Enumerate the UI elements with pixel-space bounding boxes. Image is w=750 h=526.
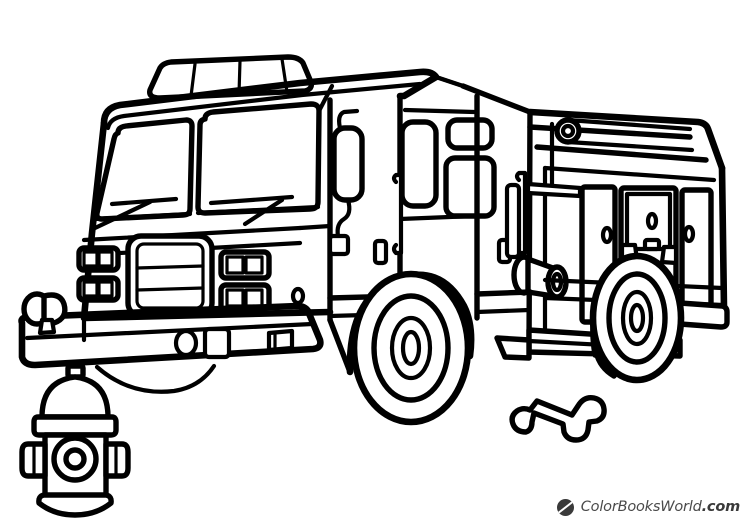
rear-wheel bbox=[589, 252, 685, 384]
compartment-latch-left bbox=[600, 225, 614, 245]
headlight-upper-right bbox=[218, 249, 272, 281]
compartment-handle-center bbox=[642, 237, 662, 252]
bumper-fog-light bbox=[173, 328, 199, 358]
bumper-access-panel bbox=[266, 328, 295, 353]
cab-side-panel bbox=[297, 83, 335, 323]
bumper-nozzle bbox=[21, 291, 68, 336]
side-equipment-rail bbox=[504, 121, 583, 260]
bumper-step-plate bbox=[202, 326, 232, 360]
headlight-upper-left bbox=[76, 245, 121, 273]
hydrant-nozzle-left bbox=[19, 441, 48, 479]
side-mirror bbox=[327, 108, 365, 257]
wrench bbox=[509, 394, 607, 443]
cab-upper-structure bbox=[396, 73, 533, 115]
compartment-latch-center bbox=[645, 211, 659, 231]
fire-hydrant bbox=[19, 363, 131, 518]
watermark-tld: .com bbox=[701, 499, 741, 515]
front-wheel bbox=[346, 270, 475, 426]
cab-window-front bbox=[399, 119, 439, 209]
fire-truck bbox=[18, 54, 730, 426]
side-latch-strip bbox=[504, 182, 522, 260]
compartment-latch-right bbox=[682, 224, 696, 244]
rear-body-box bbox=[526, 108, 728, 355]
cab-window-upper-rear bbox=[445, 117, 495, 151]
colorbooksworld-sphere-logo bbox=[556, 498, 574, 516]
wiper-left bbox=[92, 196, 179, 231]
wiper-right bbox=[208, 194, 295, 227]
door-handle-front bbox=[391, 172, 404, 256]
hydrant-nozzle-right bbox=[103, 441, 131, 479]
headlight-lower-left bbox=[76, 275, 121, 303]
bumper-underside bbox=[94, 363, 217, 394]
hydrant-collar bbox=[31, 414, 119, 438]
hydrant-dome bbox=[39, 374, 111, 420]
windshield-right bbox=[195, 101, 322, 216]
cab-window-rear bbox=[443, 155, 497, 219]
compartment-corner-right bbox=[659, 244, 679, 266]
watermark-text: ColorBooksWorld.com bbox=[581, 499, 740, 515]
watermark-brand: ColorBooksWorld bbox=[580, 499, 702, 515]
wiper-cowl-line-2 bbox=[195, 204, 321, 216]
door-keyhole-front bbox=[372, 238, 389, 266]
front-side-marker bbox=[290, 286, 306, 306]
front-grille bbox=[125, 233, 215, 319]
hydrant-base bbox=[36, 492, 114, 518]
wiper-cowl-line bbox=[92, 211, 193, 222]
site-watermark: ColorBooksWorld.com bbox=[556, 496, 740, 518]
hose-reel-roller bbox=[554, 117, 695, 153]
hydrant-center-port-inner bbox=[63, 447, 87, 471]
